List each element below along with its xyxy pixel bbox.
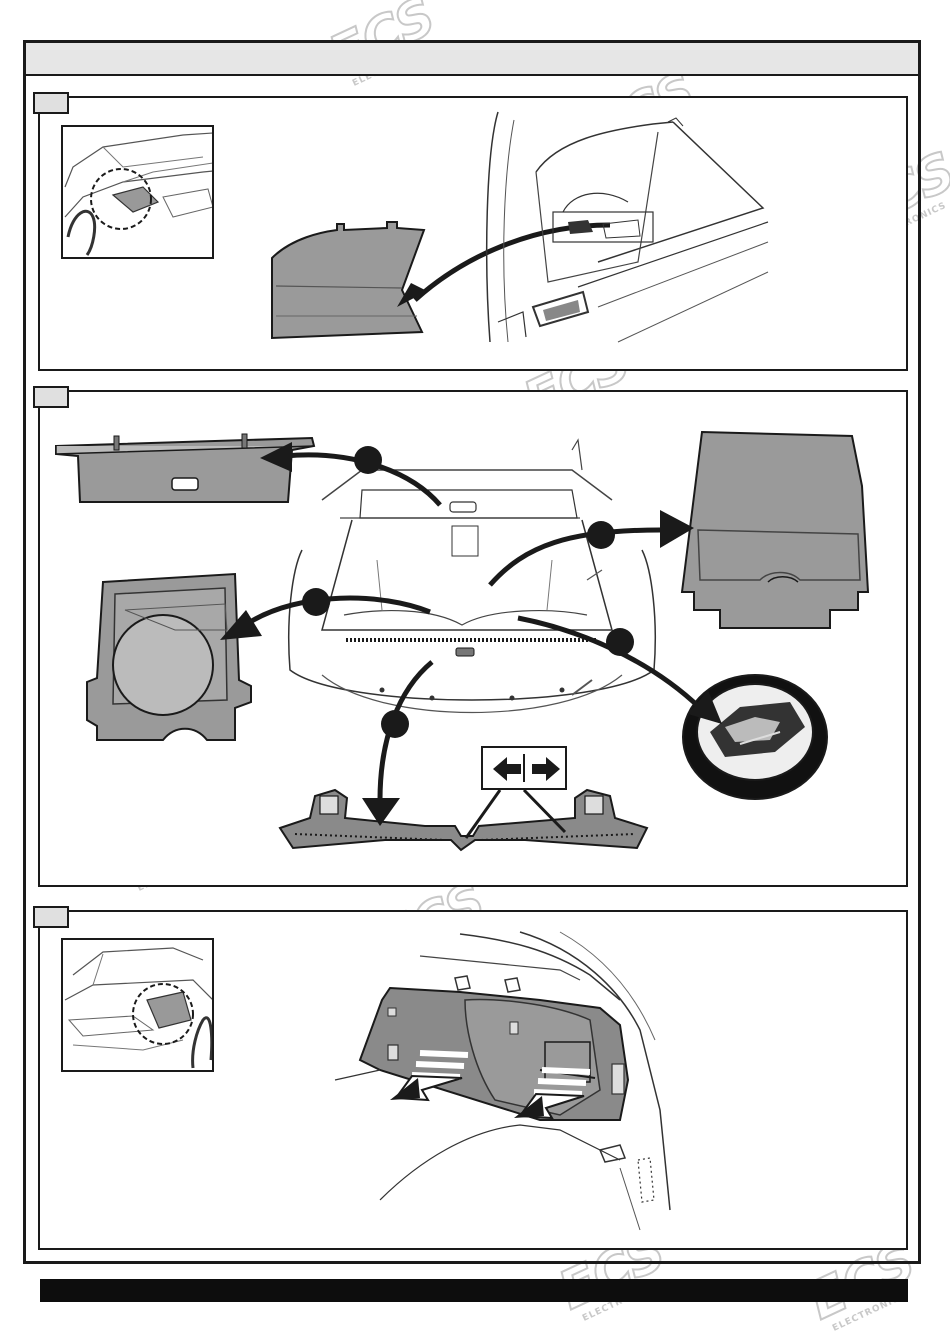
footer-bar xyxy=(40,1279,908,1302)
pull-arrow-left xyxy=(390,1053,468,1100)
pull-arrow-right xyxy=(514,1070,590,1118)
